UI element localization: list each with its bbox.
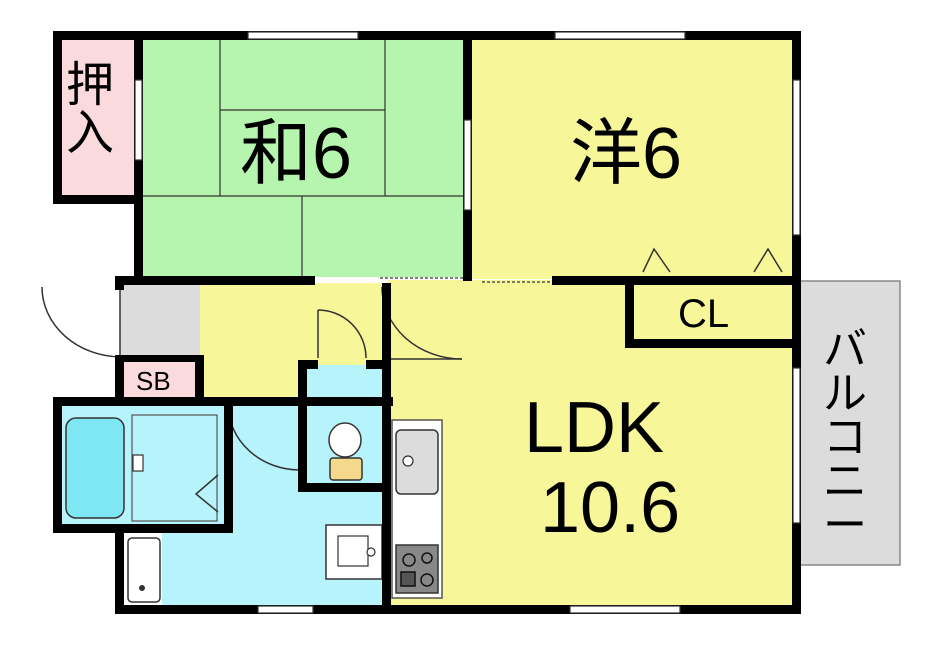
balcony-label-char: ー — [823, 501, 867, 550]
balcony-label: バ ル コ ニ ー — [823, 328, 867, 548]
toilet-icon — [328, 422, 362, 458]
toilet-tank-icon — [329, 457, 363, 481]
balcony-label-char: バ — [823, 325, 867, 374]
sink-drain-icon — [402, 455, 414, 467]
basin-drain-icon — [139, 585, 145, 591]
wash-basin-icon — [127, 537, 161, 603]
balcony-area — [797, 280, 901, 566]
ldk-label: LDK — [524, 388, 665, 468]
youshitsu-label: 洋6 — [570, 114, 683, 194]
tatami-lines — [142, 40, 465, 276]
entrance-area — [120, 283, 200, 360]
ldk-size-label: 10.6 — [540, 468, 681, 548]
oshiire-label-char: 入 — [66, 107, 115, 160]
oshiire-label: 押 入 — [66, 62, 114, 158]
walls — [53, 31, 801, 614]
washer-drain-icon — [337, 535, 369, 567]
shoebox-label: SB — [136, 366, 171, 396]
balcony-label-char: ル — [823, 369, 867, 418]
youshitsu-area — [468, 36, 795, 279]
sink-icon — [395, 429, 439, 495]
washer-outlet-icon — [366, 547, 376, 557]
faucet-icon — [132, 454, 144, 472]
ldk-area-upper — [388, 280, 630, 343]
closet-label: CL — [678, 292, 730, 336]
windows — [134, 31, 801, 614]
oshiire-label-char: 押 — [66, 59, 115, 112]
oshiire-area — [57, 36, 139, 199]
balcony-label-char: コ — [823, 413, 867, 462]
bath-door-icon — [194, 474, 219, 513]
washitsu-label: 和6 — [240, 114, 353, 194]
shoebox-area — [120, 362, 202, 400]
washitsu-area — [139, 36, 468, 277]
balcony-label-char: ニ — [823, 457, 867, 506]
bath-wash-area — [131, 414, 218, 522]
bathtub-icon — [65, 417, 125, 519]
burner-icons — [400, 552, 434, 587]
